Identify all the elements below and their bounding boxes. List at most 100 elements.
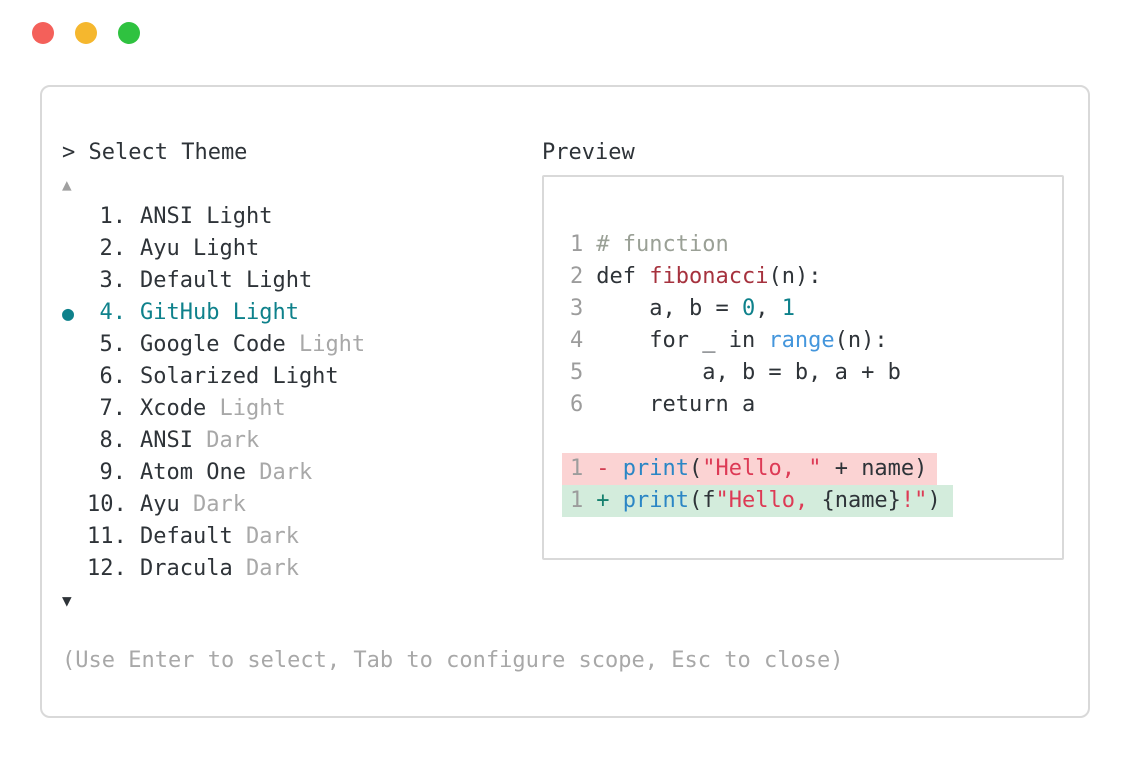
close-window-icon[interactable] — [32, 22, 54, 44]
code-line: 6 return a — [570, 389, 1062, 421]
token-function: fibonacci — [649, 264, 769, 289]
token-text: (f — [688, 488, 716, 513]
theme-item-variant: Dark — [232, 524, 299, 549]
theme-item-label: GitHub Light — [140, 300, 299, 325]
token-text: return a — [596, 392, 756, 417]
code-line-content — [570, 421, 596, 453]
theme-list-item[interactable]: 3.Default Light — [62, 265, 542, 297]
token-comment: # function — [596, 232, 729, 257]
theme-item-number: 5. — [99, 332, 127, 357]
minimize-window-icon[interactable] — [75, 22, 97, 44]
token-text: ( — [688, 456, 703, 481]
token-string: "Hello, " — [702, 456, 822, 481]
line-number: 2 — [570, 264, 584, 289]
theme-item-variant: Light — [285, 332, 366, 357]
theme-picker-window: > Select Theme ▲ 1.ANSI Light 2. Ayu Light… — [40, 85, 1090, 718]
token-number: 1 — [781, 296, 795, 321]
theme-list-item[interactable]: 6.Solarized Light — [62, 361, 542, 393]
theme-item-number: 8. — [99, 428, 127, 453]
code-line: 4 for _ in range(n): — [570, 325, 1062, 357]
diff-line-added: 1+ print(f"Hello, {name}!") — [562, 485, 1062, 517]
theme-list-item[interactable]: 7.Xcode Light — [62, 393, 542, 425]
theme-item-label: ANSI Dark — [140, 428, 260, 453]
code-line-content: 4 for _ in range(n): — [570, 325, 888, 357]
marker-spacer — [62, 201, 87, 233]
token-diff-plus: + — [596, 488, 623, 513]
theme-selector-pane: > Select Theme ▲ 1.ANSI Light 2. Ayu Light… — [62, 137, 844, 677]
marker-spacer — [62, 521, 87, 553]
help-text: (Use Enter to select, Tab to configure s… — [62, 648, 844, 673]
theme-item-number: 3. — [99, 268, 127, 293]
theme-item-label: Atom One Dark — [140, 460, 313, 485]
marker-spacer — [62, 489, 87, 521]
marker-spacer — [62, 265, 87, 297]
theme-item-number: 6. — [99, 364, 127, 389]
theme-list-item[interactable]: 2. Ayu Light — [62, 233, 542, 265]
scroll-up-icon[interactable]: ▲ — [62, 175, 72, 194]
select-theme-prompt: > Select Theme — [62, 140, 248, 165]
theme-list-item[interactable]: 5.Google Code Light — [62, 329, 542, 361]
diff-line-removed: 1- print("Hello, " + name) — [562, 453, 1062, 485]
theme-list: 1.ANSI Light 2. Ayu Light 3.Default Light ● 4… — [62, 201, 542, 585]
token-call: print — [622, 456, 689, 481]
token-text: (n): — [834, 328, 888, 353]
theme-item-number: 2. — [99, 236, 127, 261]
theme-item-variant: Dark — [245, 460, 313, 485]
token-text: ) — [927, 488, 941, 513]
theme-list-item[interactable]: 8. ANSI Dark — [62, 425, 542, 457]
theme-item-variant: Dark — [192, 428, 260, 453]
line-number: 6 — [570, 392, 584, 417]
theme-item-variant: Light — [206, 396, 286, 421]
theme-item-number: 12. — [87, 556, 127, 581]
marker-spacer — [62, 425, 87, 457]
code-line: 3 a, b = 0, 1 — [570, 293, 1062, 325]
theme-item-label: Ayu Light — [140, 236, 260, 261]
zoom-window-icon[interactable] — [118, 22, 140, 44]
line-number: 4 — [570, 328, 584, 353]
theme-item-number: 7. — [99, 396, 127, 421]
token-builtin: range — [768, 328, 835, 353]
theme-item-number: 11. — [87, 524, 127, 549]
token-text: for _ in — [596, 328, 769, 353]
marker-spacer — [62, 361, 87, 393]
scroll-down-icon[interactable]: ▼ — [62, 591, 72, 610]
theme-list-item[interactable]: 12. Dracula Dark — [62, 553, 542, 585]
theme-list-item[interactable]: 10.Ayu Dark — [62, 489, 542, 521]
marker-spacer — [62, 233, 87, 265]
token-text: , — [755, 296, 782, 321]
token-text: a, b = — [596, 296, 742, 321]
window-controls — [32, 22, 140, 44]
marker-spacer — [62, 329, 87, 361]
main-row: > Select Theme ▲ 1.ANSI Light 2. Ayu Light… — [62, 137, 1064, 677]
code-line-content: 6 return a — [570, 389, 755, 421]
theme-item-label: Ayu Dark — [140, 492, 246, 517]
theme-item-number: 9. — [99, 460, 127, 485]
theme-list-item[interactable]: ● 4. GitHub Light — [62, 297, 542, 329]
token-string: "Hello, — [715, 488, 822, 513]
theme-item-variant: Dark — [179, 492, 246, 517]
line-number: 3 — [570, 296, 584, 321]
line-number: 1 — [570, 456, 584, 481]
code-line — [570, 421, 1062, 453]
theme-item-number: 1. — [99, 204, 127, 229]
code-line-content: 3 a, b = 0, 1 — [570, 293, 795, 325]
theme-list-item[interactable]: 9. Atom One Dark — [62, 457, 542, 489]
token-call: print — [622, 488, 689, 513]
theme-item-label: Dracula Dark — [140, 556, 299, 581]
theme-item-label: Default Dark — [140, 524, 299, 549]
selected-bullet-icon: ● — [62, 301, 75, 325]
scroll-down-row[interactable]: ▼ — [62, 585, 542, 617]
theme-item-number: 4. — [99, 300, 127, 325]
theme-list-item[interactable]: 11. Default Dark — [62, 521, 542, 553]
theme-list-item[interactable]: 1.ANSI Light — [62, 201, 542, 233]
code-line-content: 5 a, b = b, a + b — [570, 357, 901, 389]
token-text: (n): — [768, 264, 822, 289]
line-number: 1 — [570, 488, 584, 513]
marker-spacer — [62, 393, 87, 425]
scroll-up-row[interactable]: ▲ — [62, 169, 542, 201]
code-line: 1# function — [570, 229, 1062, 261]
